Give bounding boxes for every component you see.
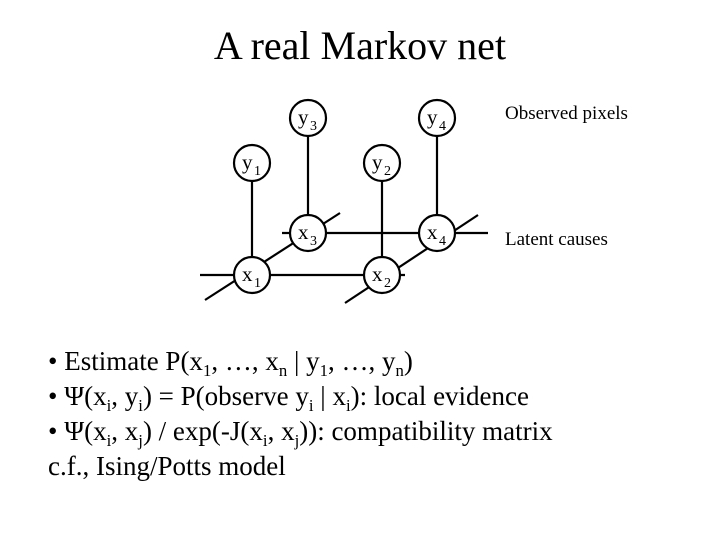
bullet-list: • Estimate P(x1, …, xn | y1, …, yn) • Ψ(… [48,344,553,484]
svg-text:1: 1 [254,164,261,179]
node-x3: x 3 [288,213,328,253]
markov-net-diagram: y 3 y 4 y 1 y 2 x 3 x 4 x [200,98,488,304]
latent-causes-label: Latent causes [505,229,608,250]
node-x2: x 2 [362,255,402,295]
svg-text:x: x [427,220,438,244]
svg-text:3: 3 [310,119,317,134]
svg-text:2: 2 [384,276,391,291]
svg-text:y: y [372,150,383,174]
edge-x2-x4 [344,214,479,304]
svg-text:y: y [242,150,253,174]
svg-text:1: 1 [254,276,261,291]
node-y3: y 3 [288,98,328,138]
node-y2: y 2 [362,143,402,183]
svg-text:3: 3 [310,234,317,249]
node-x1: x 1 [232,255,272,295]
bullet-estimate: • Estimate P(x1, …, xn | y1, …, yn) [48,346,413,380]
node-x4: x 4 [417,213,457,253]
svg-text:x: x [372,262,383,286]
slide-title: A real Markov net [213,23,507,68]
svg-text:x: x [298,220,309,244]
bullet-local-evidence: • Ψ(xi, yi) = P(observe yi | xi): local … [48,381,530,415]
cf-ising-potts: c.f., Ising/Potts model [48,451,286,481]
svg-text:x: x [242,262,253,286]
svg-text:4: 4 [439,119,446,134]
observed-pixels-label: Observed pixels [505,103,628,124]
svg-text:4: 4 [439,234,446,249]
bullet-compatibility: • Ψ(xi, xj) / exp(-J(xi, xj)): compatibi… [48,416,553,450]
node-y1: y 1 [232,143,272,183]
svg-text:y: y [298,105,309,129]
svg-text:y: y [427,105,438,129]
node-y4: y 4 [417,98,457,138]
svg-text:2: 2 [384,164,391,179]
